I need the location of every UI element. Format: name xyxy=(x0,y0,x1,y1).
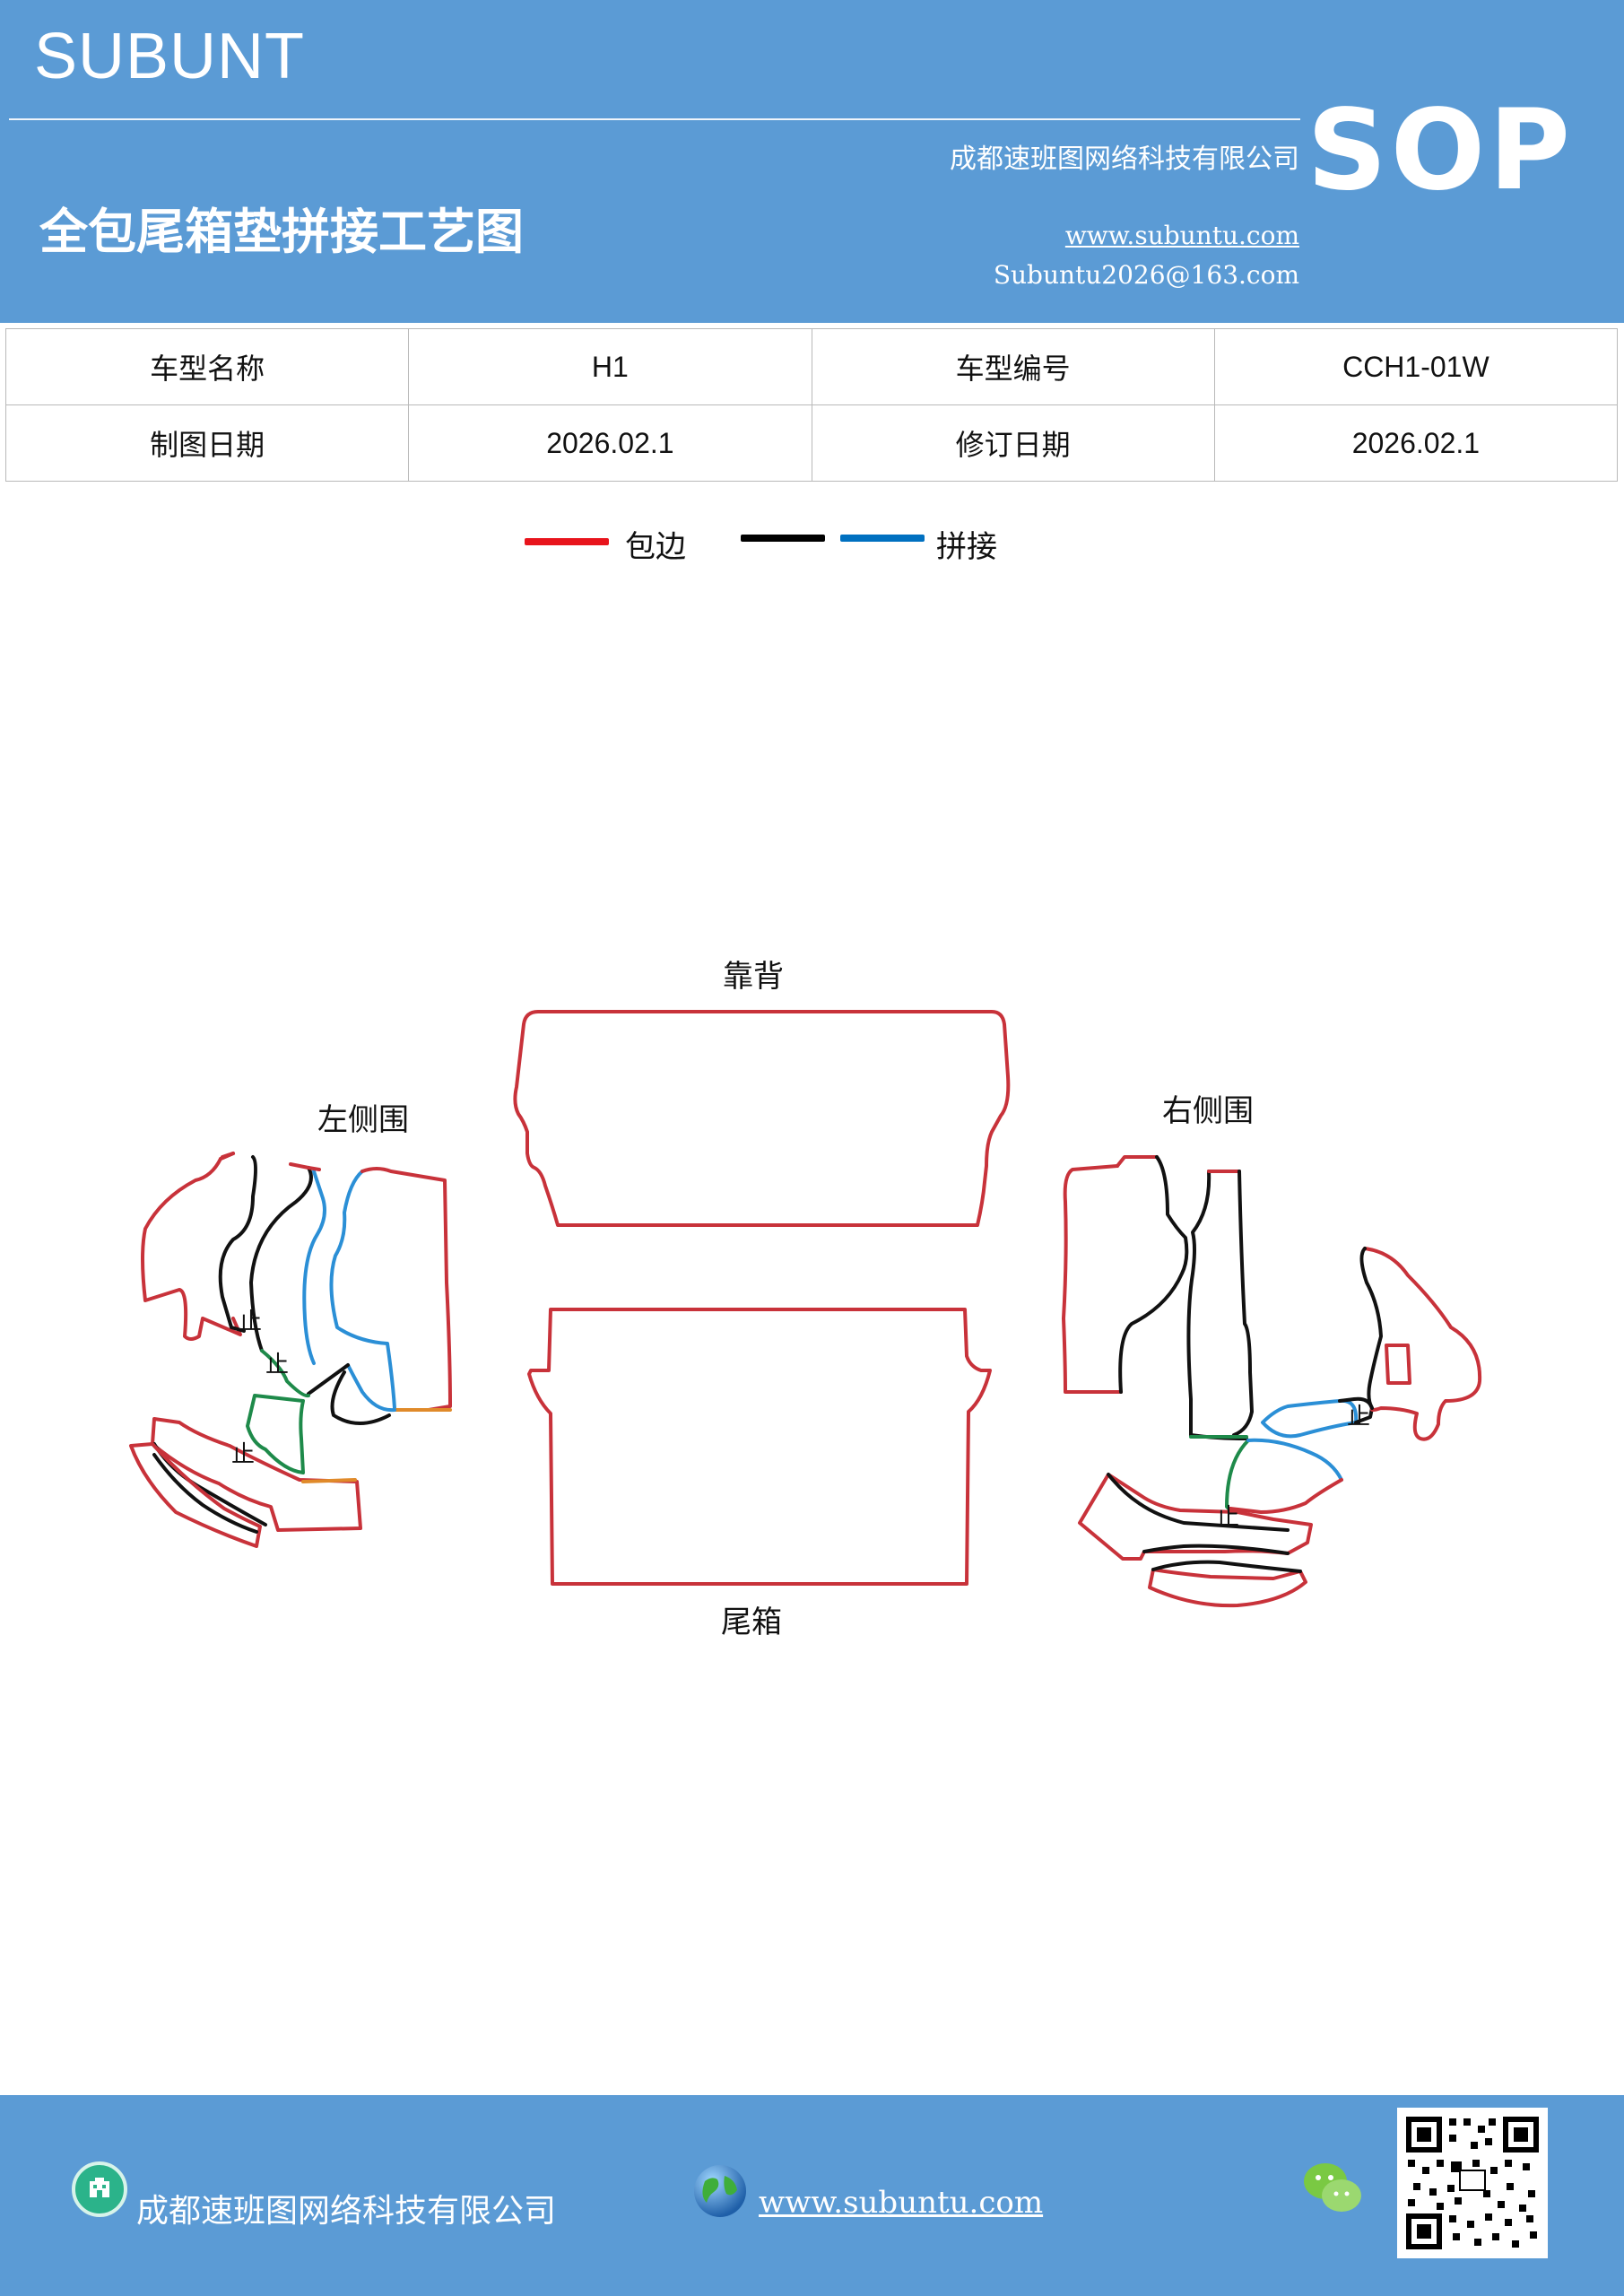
label-right-side: 右侧围 xyxy=(1162,1093,1254,1129)
stop-mark: 止 xyxy=(1347,1404,1370,1431)
table-row: 制图日期 2026.02.1 修订日期 2026.02.1 xyxy=(4,404,1619,482)
splice-diagram: 靠背 尾箱 左侧围 右侧围 止 止 止 xyxy=(129,959,1482,1640)
backrest-piece xyxy=(513,1010,1011,1227)
line-legend: 包边 拼接 xyxy=(0,522,1624,576)
legend-swatch-black xyxy=(741,535,825,542)
building-icon xyxy=(72,2161,127,2217)
left-side-wall xyxy=(129,1152,452,1548)
stop-mark: 止 xyxy=(231,1441,255,1468)
model-code-label: 车型编号 xyxy=(811,328,1215,405)
wechat-icon xyxy=(1300,2160,1365,2215)
vehicle-info-table: 车型名称 H1 车型编号 CCH1-01W 制图日期 2026.02.1 修订日… xyxy=(4,328,1619,482)
table-row: 车型名称 H1 车型编号 CCH1-01W xyxy=(4,328,1619,405)
globe-icon xyxy=(690,2161,750,2221)
brand-name: SUBUNT xyxy=(34,21,306,92)
label-trunk: 尾箱 xyxy=(721,1605,782,1640)
legend-swatch-blue xyxy=(840,535,925,542)
model-name-label: 车型名称 xyxy=(4,328,410,405)
qr-code[interactable] xyxy=(1397,2108,1548,2258)
stop-mark: 止 xyxy=(1216,1504,1239,1531)
page-footer: 成都速班图网络科技有限公司 www.subuntu.com xyxy=(0,2095,1624,2296)
header-url-link[interactable]: www.subuntu.com xyxy=(1064,221,1299,250)
right-side-wall xyxy=(1062,1155,1482,1608)
header-divider xyxy=(9,118,1300,120)
draw-date-value: 2026.02.1 xyxy=(408,404,812,482)
stop-mark: 止 xyxy=(265,1352,289,1378)
sop-badge: SOP xyxy=(1307,86,1574,215)
footer-url-link[interactable]: www.subuntu.com xyxy=(759,2185,1044,2221)
revision-date-label: 修订日期 xyxy=(811,404,1215,482)
revision-date-value: 2026.02.1 xyxy=(1213,404,1619,482)
trunk-piece xyxy=(527,1308,992,1586)
document-title: 全包尾箱垫拼接工艺图 xyxy=(39,204,524,260)
model-code-value: CCH1-01W xyxy=(1213,328,1619,405)
draw-date-label: 制图日期 xyxy=(4,404,410,482)
model-name-value: H1 xyxy=(408,328,812,405)
legend-label-seam: 拼接 xyxy=(936,529,997,565)
header-company: 成都速班图网络科技有限公司 xyxy=(950,144,1299,175)
page-header: SUBUNT 成都速班图网络科技有限公司 SOP 全包尾箱垫拼接工艺图 www.… xyxy=(0,0,1624,323)
legend-swatch-red xyxy=(525,538,609,545)
legend-label-edge: 包边 xyxy=(625,529,686,565)
label-left-side: 左侧围 xyxy=(317,1102,409,1138)
label-back: 靠背 xyxy=(723,959,784,995)
footer-company: 成都速班图网络科技有限公司 xyxy=(136,2193,557,2230)
stop-mark: 止 xyxy=(239,1309,262,1335)
header-email: Subuntu2026@163.com xyxy=(993,260,1299,290)
